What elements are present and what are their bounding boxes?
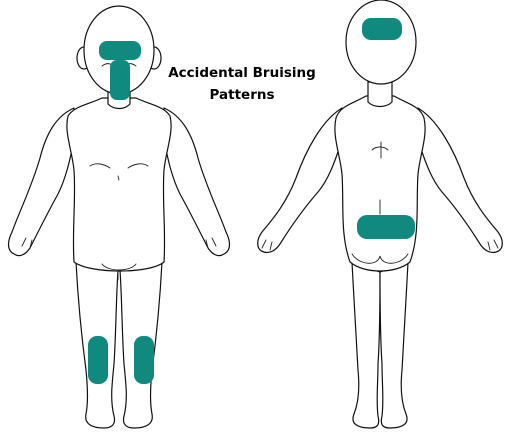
back-head: [346, 0, 416, 84]
front-left-arm: [9, 108, 75, 256]
bruise-back-of-head: [362, 18, 402, 40]
bruise-left-shin: [88, 336, 108, 384]
front-right-arm: [164, 108, 230, 256]
front-torso: [67, 98, 171, 271]
back-left-leg: [352, 262, 380, 428]
bruise-forehead: [99, 41, 141, 60]
bruise-nose-mouth: [110, 60, 130, 100]
bruise-lower-back: [357, 215, 415, 239]
bruise-right-shin: [134, 336, 154, 384]
back-left-arm: [258, 108, 342, 253]
diagram-title-line1: Accidental Bruising: [168, 65, 316, 81]
diagram-title-line2: Patterns: [209, 87, 274, 103]
back-right-arm: [418, 108, 502, 253]
back-right-leg: [380, 262, 408, 428]
back-neck: [368, 82, 392, 107]
back-torso: [335, 96, 425, 271]
